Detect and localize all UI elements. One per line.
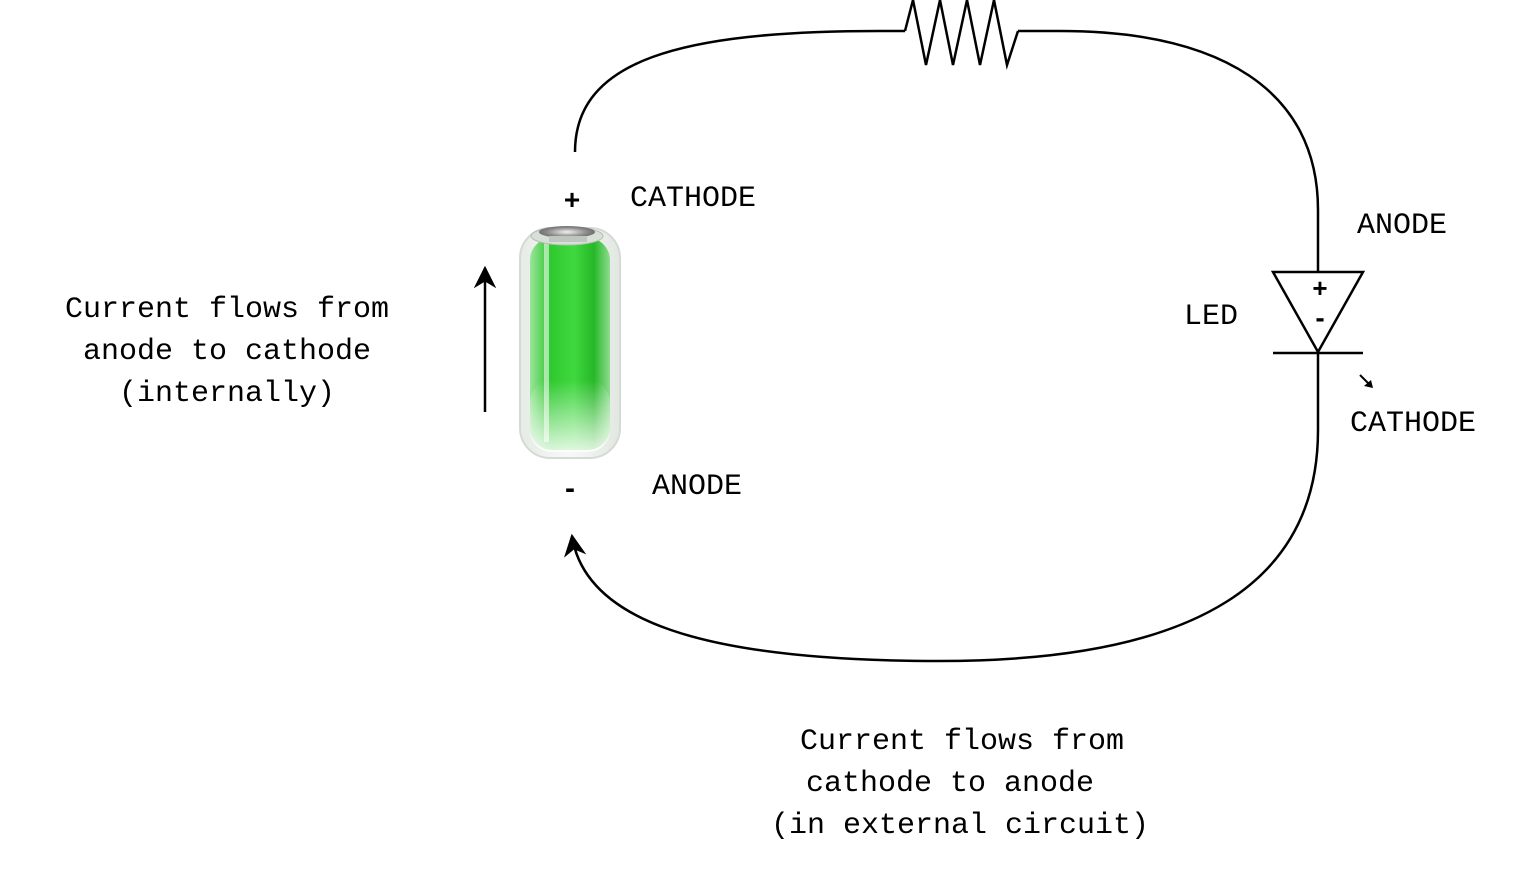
external-note-line-2: cathode to anode xyxy=(806,767,1094,801)
battery-cathode-label: CATHODE xyxy=(630,182,756,216)
emission-arrow-icon xyxy=(1359,374,1373,388)
internal-current-note: Current flows from anode to cathode (int… xyxy=(65,293,389,411)
led-plus-sign: + xyxy=(1312,273,1327,303)
led-label: LED xyxy=(1184,300,1238,334)
battery-icon xyxy=(519,226,621,459)
resistor-icon xyxy=(903,0,1020,70)
led-minus-sign: - xyxy=(1315,302,1324,333)
circuit-wire xyxy=(564,29,1320,663)
internal-note-line-1: Current flows from xyxy=(65,293,389,327)
external-note-line-3: (in external circuit) xyxy=(771,809,1149,843)
external-note-line-1: Current flows from xyxy=(800,725,1124,759)
led-cathode-label: CATHODE xyxy=(1350,407,1476,441)
battery-plus-sign: + xyxy=(564,184,580,215)
internal-note-line-2: anode to cathode xyxy=(83,335,371,369)
external-current-note: Current flows from cathode to anode (in … xyxy=(771,725,1149,843)
led-anode-label: ANODE xyxy=(1357,209,1447,243)
led-diode-icon xyxy=(1270,270,1366,355)
battery-anode-label: ANODE xyxy=(652,470,742,504)
battery-minus-sign: - xyxy=(565,472,575,505)
internal-note-line-3: (internally) xyxy=(119,377,335,411)
